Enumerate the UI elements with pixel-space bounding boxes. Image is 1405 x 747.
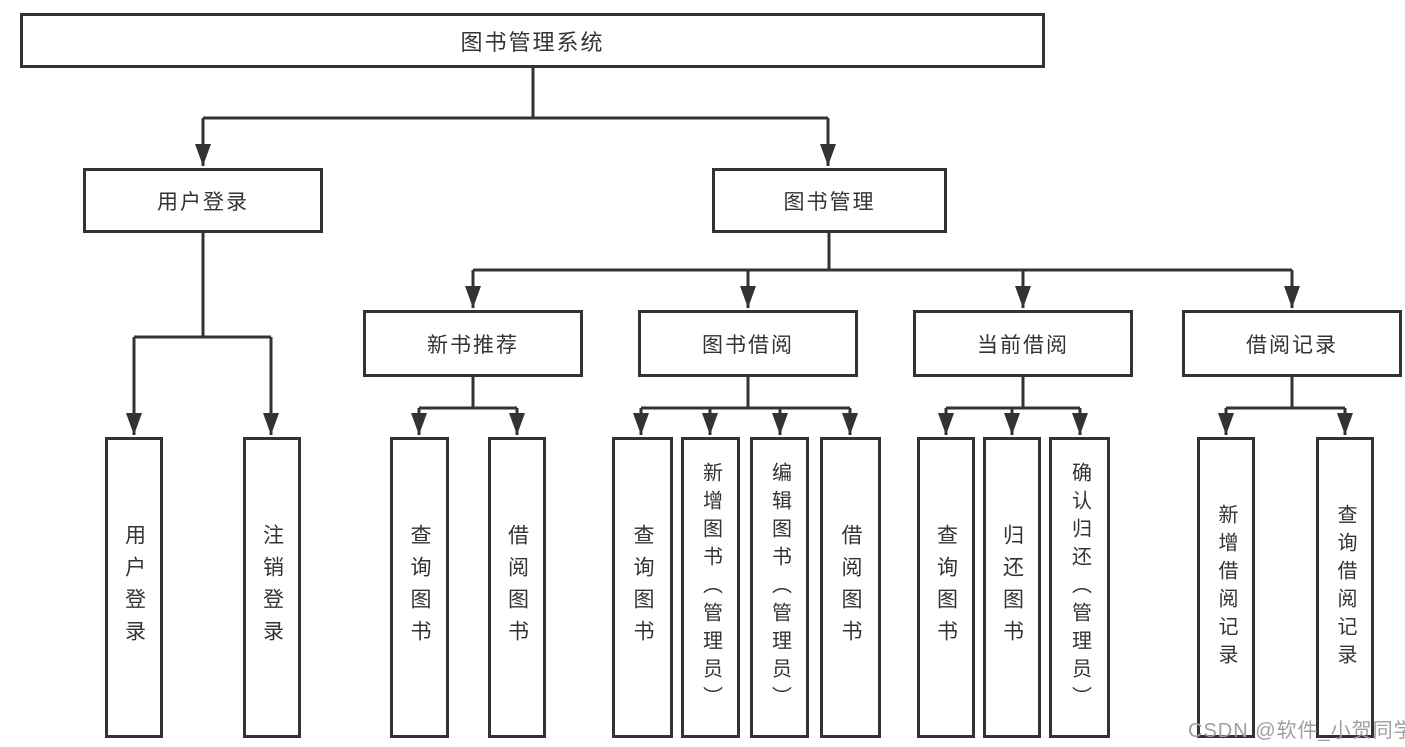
leaf-query-books-1: 查询图书 [390, 437, 449, 738]
node-book-management: 图书管理 [712, 168, 947, 233]
leaf-query-books-2: 查询图书 [612, 437, 673, 738]
leaf-query-books-3: 查询图书 [917, 437, 975, 738]
node-borrowing-records: 借阅记录 [1182, 310, 1402, 377]
connector-current-borrowing-branch [946, 377, 1080, 410]
leaf-borrow-books-1: 借阅图书 [488, 437, 546, 738]
connector-root-branch [203, 68, 828, 120]
node-user-login: 用户登录 [83, 168, 323, 233]
leaf-edit-book-admin: 编辑图书（管理员） [750, 437, 809, 738]
leaf-add-borrow-record: 新增借阅记录 [1197, 437, 1255, 738]
node-root: 图书管理系统 [20, 13, 1045, 68]
leaf-confirm-return-admin: 确认归还（管理员） [1049, 437, 1110, 738]
leaf-return-books: 归还图书 [983, 437, 1041, 738]
connector-book-management-branch [473, 233, 1292, 272]
node-current-borrowing: 当前借阅 [913, 310, 1133, 377]
node-new-book-recommend: 新书推荐 [363, 310, 583, 377]
leaf-borrow-books-2: 借阅图书 [820, 437, 881, 738]
connector-new-book-recommend-branch [419, 377, 517, 410]
connector-borrowing-records-branch [1226, 377, 1345, 410]
connector-book-borrowing-branch [641, 377, 850, 410]
connector-user-login-branch [134, 233, 271, 339]
leaf-user-login: 用户登录 [105, 437, 163, 738]
csdn-watermark: CSDN @软件_小贺同学 [1188, 720, 1405, 742]
node-book-borrowing: 图书借阅 [638, 310, 858, 377]
leaf-logout: 注销登录 [243, 437, 301, 738]
leaf-query-borrow-record: 查询借阅记录 [1316, 437, 1374, 738]
leaf-add-book-admin: 新增图书（管理员） [681, 437, 740, 738]
